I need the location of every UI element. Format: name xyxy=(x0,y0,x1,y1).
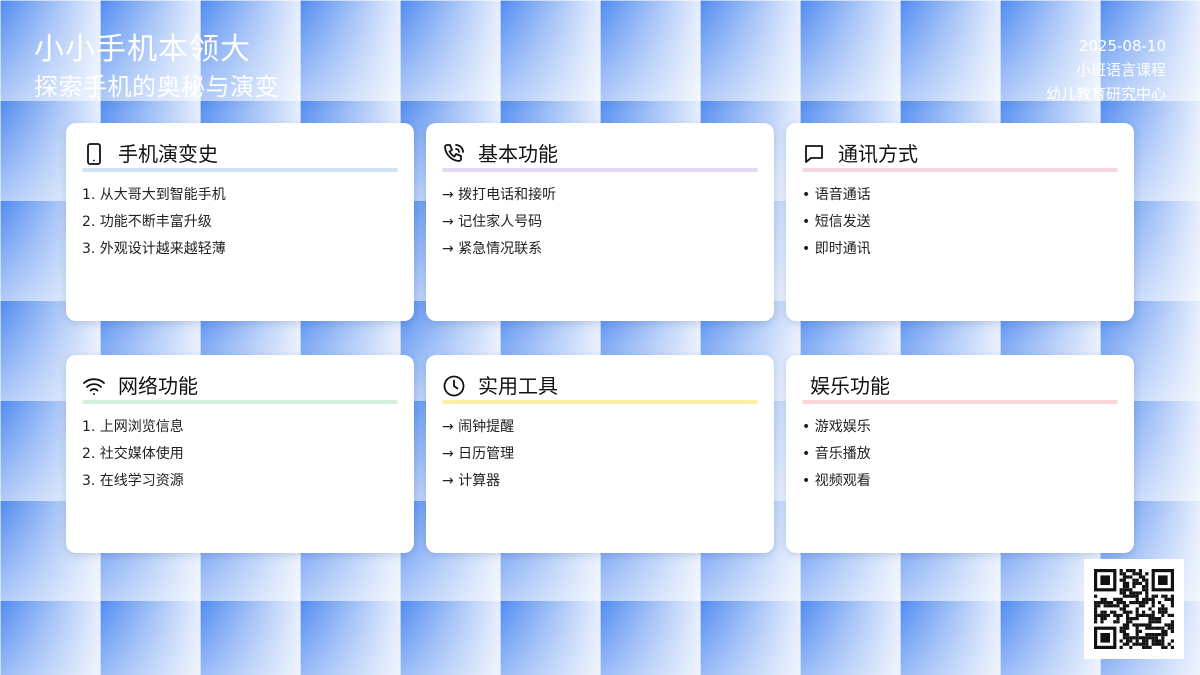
list-item: • 即时通讯 xyxy=(802,241,871,257)
card-network: 网络功能 1. 上网浏览信息 2. 社交媒体使用 3. 在线学习资源 xyxy=(66,355,414,553)
card-header: 基本功能 xyxy=(442,141,758,167)
card-list: • 语音通话 • 短信发送 • 即时通讯 xyxy=(802,182,1118,263)
card-entertainment: 娱乐功能 • 游戏娱乐 • 音乐播放 • 视频观看 xyxy=(786,355,1134,553)
card-title: 娱乐功能 xyxy=(810,374,890,398)
list-item: • 语音通话 xyxy=(802,187,871,203)
entertainment-icon-placeholder xyxy=(802,374,808,398)
list-item: → 计算器 xyxy=(442,473,501,489)
card-list: → 拨打电话和接听 → 记住家人号码 → 紧急情况联系 xyxy=(442,182,758,263)
card-underline xyxy=(82,400,398,404)
list-item: • 音乐播放 xyxy=(802,446,871,462)
card-list: 1. 从大哥大到智能手机 2. 功能不断丰富升级 3. 外观设计越来越轻薄 xyxy=(82,182,398,263)
card-list: 1. 上网浏览信息 2. 社交媒体使用 3. 在线学习资源 xyxy=(82,414,398,495)
card-header: 手机演变史 xyxy=(82,141,398,167)
card-header: 实用工具 xyxy=(442,373,758,399)
list-item: → 紧急情况联系 xyxy=(442,241,543,257)
list-item: • 视频观看 xyxy=(802,473,871,489)
card-list: • 游戏娱乐 • 音乐播放 • 视频观看 xyxy=(802,414,1118,495)
card-underline xyxy=(82,168,398,172)
card-list: → 闹钟提醒 → 日历管理 → 计算器 xyxy=(442,414,758,495)
list-item: → 拨打电话和接听 xyxy=(442,187,557,203)
list-item: 3. 外观设计越来越轻薄 xyxy=(82,241,226,257)
card-title: 网络功能 xyxy=(118,374,198,398)
date-label: 2025-08-10 xyxy=(1078,37,1166,55)
list-item: → 闹钟提醒 xyxy=(442,419,515,435)
card-underline xyxy=(802,168,1118,172)
org-label: 幼儿教育研究中心 xyxy=(1045,85,1166,103)
wifi-icon xyxy=(82,374,106,398)
list-item: 2. 社交媒体使用 xyxy=(82,446,184,462)
header-left: 小小手机本领大 探索手机的奥秘与演变 xyxy=(34,30,279,104)
card-header: 通讯方式 xyxy=(802,141,1118,167)
list-item: 1. 从大哥大到智能手机 xyxy=(82,187,226,203)
card-grid: 手机演变史 1. 从大哥大到智能手机 2. 功能不断丰富升级 3. 外观设计越来… xyxy=(66,123,1134,553)
card-communication: 通讯方式 • 语音通话 • 短信发送 • 即时通讯 xyxy=(786,123,1134,321)
card-underline xyxy=(442,400,758,404)
card-phone-history: 手机演变史 1. 从大哥大到智能手机 2. 功能不断丰富升级 3. 外观设计越来… xyxy=(66,123,414,321)
qr-code-icon xyxy=(1084,559,1184,659)
header-right: 2025-08-10 小班语言课程 幼儿教育研究中心 xyxy=(1046,34,1166,106)
phone-icon xyxy=(82,142,106,166)
card-basic-functions: 基本功能 → 拨打电话和接听 → 记住家人号码 → 紧急情况联系 xyxy=(426,123,774,321)
list-item: • 游戏娱乐 xyxy=(802,419,871,435)
card-underline xyxy=(802,400,1118,404)
list-item: → 记住家人号码 xyxy=(442,214,543,230)
card-title: 通讯方式 xyxy=(838,142,918,166)
card-underline xyxy=(442,168,758,172)
page-subtitle: 探索手机的奥秘与演变 xyxy=(34,73,279,101)
list-item: 3. 在线学习资源 xyxy=(82,473,184,489)
list-item: 2. 功能不断丰富升级 xyxy=(82,214,212,230)
clock-icon xyxy=(442,374,466,398)
card-header: 网络功能 xyxy=(82,373,398,399)
card-header: 娱乐功能 xyxy=(802,373,1118,399)
card-title: 手机演变史 xyxy=(118,142,218,166)
course-label: 小班语言课程 xyxy=(1075,61,1166,79)
card-title: 基本功能 xyxy=(478,142,558,166)
card-tools: 实用工具 → 闹钟提醒 → 日历管理 → 计算器 xyxy=(426,355,774,553)
phone-call-icon xyxy=(442,142,466,166)
list-item: • 短信发送 xyxy=(802,214,871,230)
list-item: 1. 上网浏览信息 xyxy=(82,419,184,435)
list-item: → 日历管理 xyxy=(442,446,515,462)
page-title: 小小手机本领大 xyxy=(34,32,251,67)
card-title: 实用工具 xyxy=(478,374,558,398)
message-icon xyxy=(802,142,826,166)
